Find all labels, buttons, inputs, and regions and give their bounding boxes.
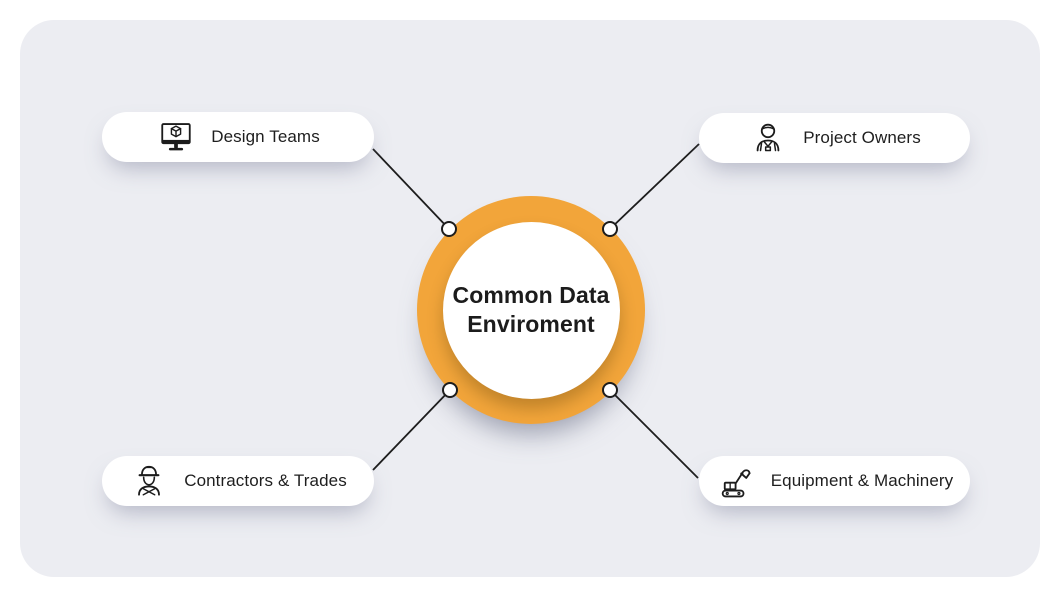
engineer-person-icon [748, 118, 788, 158]
hub-title-line1: Common Data [452, 281, 610, 308]
node-design-teams: Design Teams [102, 112, 374, 162]
node-equipment-machinery: Equipment & Machinery [699, 456, 970, 506]
node-label: Project Owners [803, 128, 921, 147]
excavator-icon [716, 461, 756, 501]
central-hub-label: Common Data Enviroment [442, 221, 620, 399]
node-project-owners: Project Owners [699, 113, 970, 163]
node-label: Equipment & Machinery [770, 471, 954, 490]
node-label: Contractors & Trades [184, 471, 347, 490]
hub-title-line2: Enviroment [467, 311, 595, 337]
construction-worker-icon [129, 461, 169, 501]
node-contractors-trades: Contractors & Trades [102, 456, 374, 506]
central-hub-ring: Common Data Enviroment [417, 196, 645, 424]
node-label: Design Teams [211, 127, 320, 146]
monitor-3d-cube-icon [156, 117, 196, 157]
